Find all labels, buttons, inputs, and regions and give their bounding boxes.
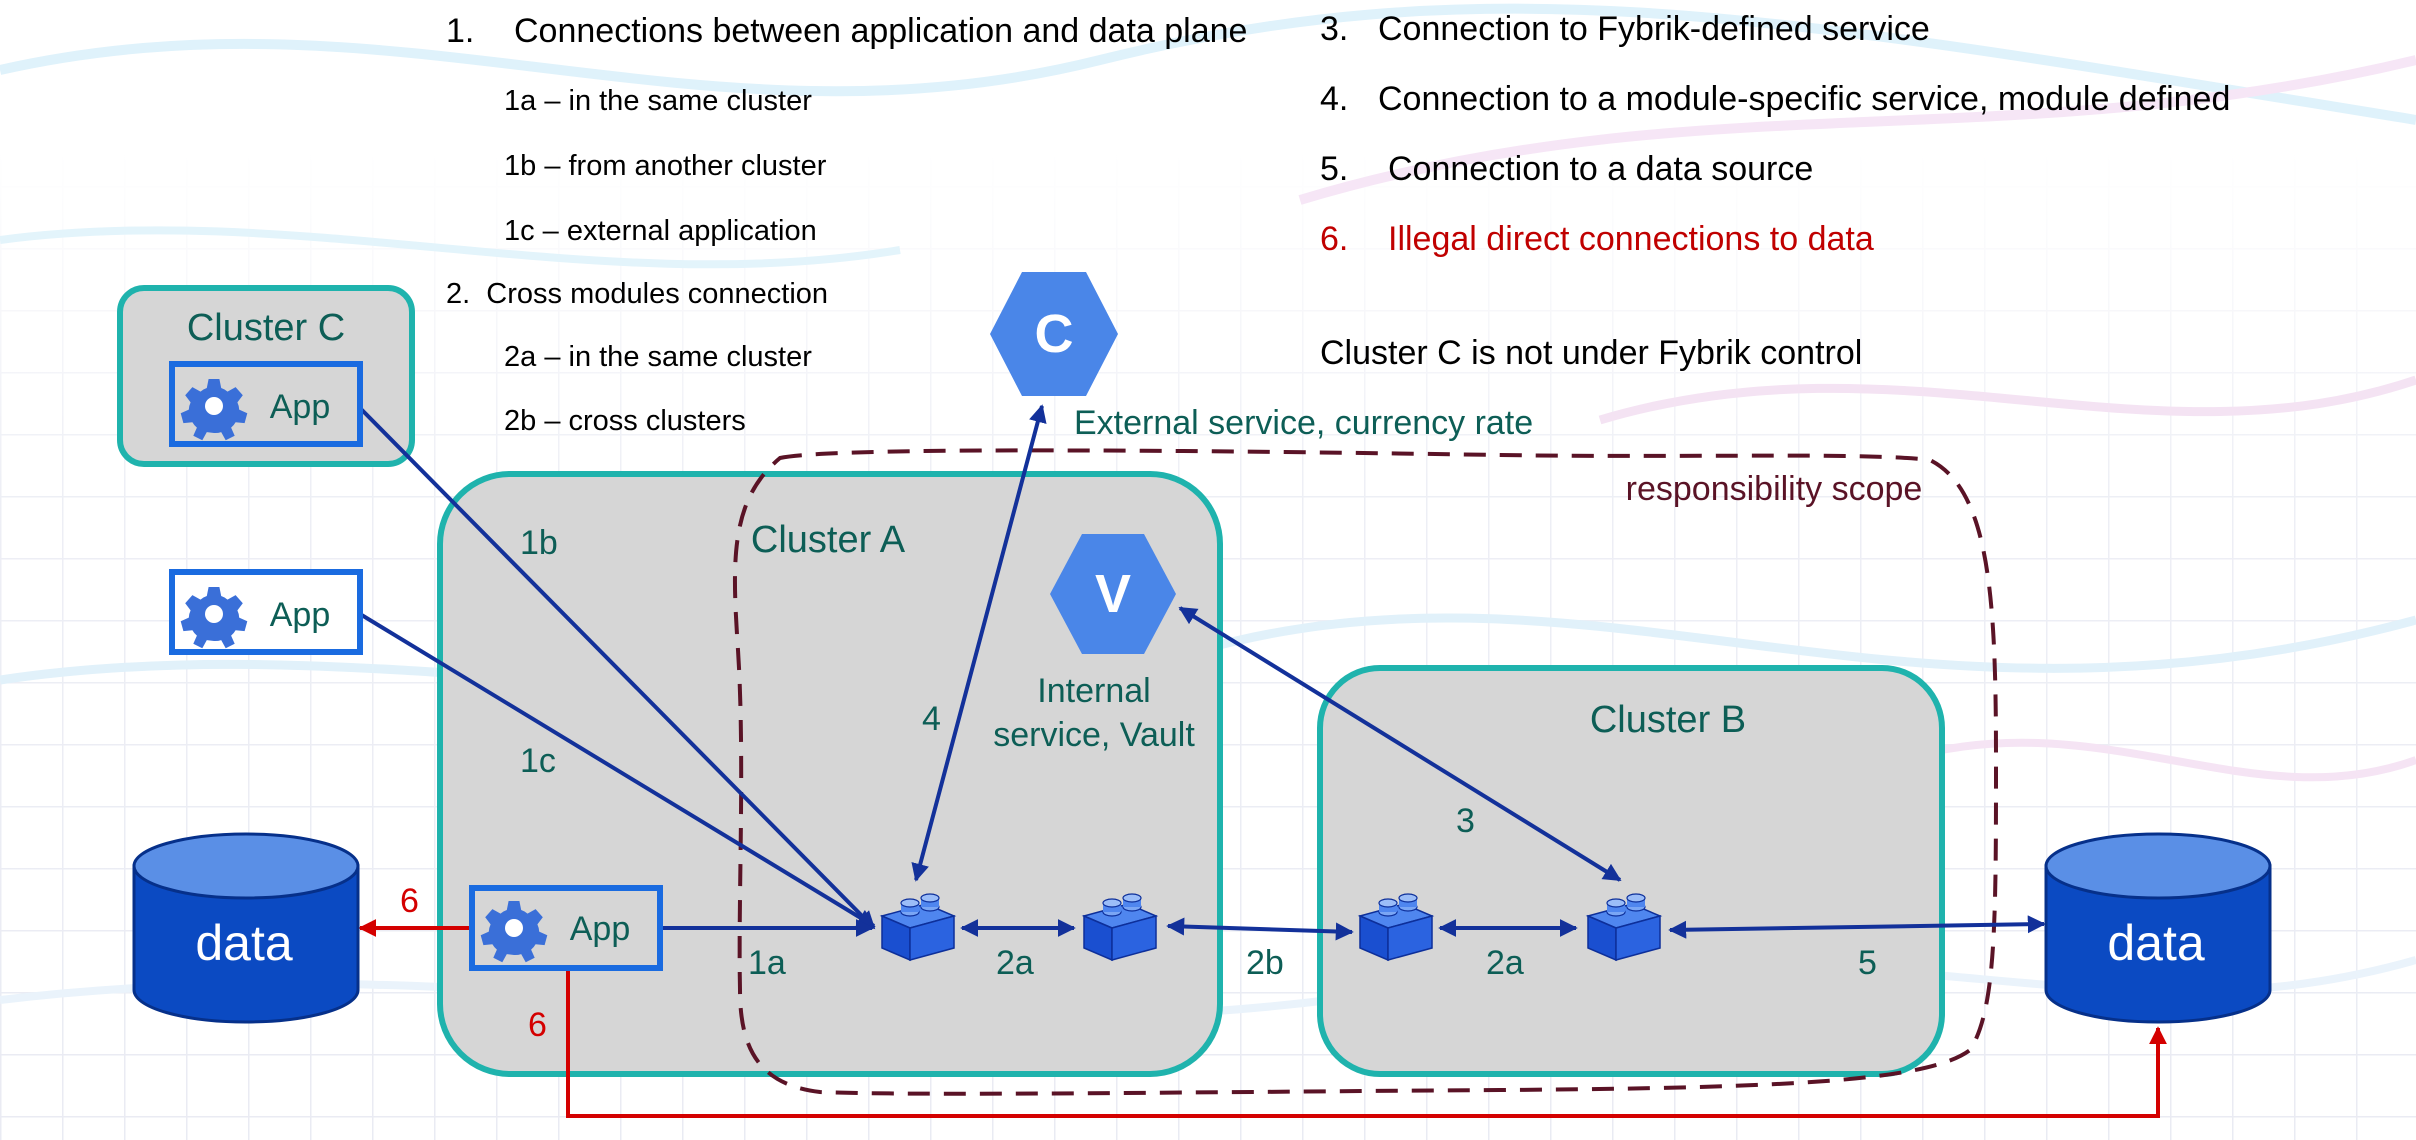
vault-label-line2: service, Vault [993,716,1195,754]
responsibility-scope-boundary [732,448,1999,1096]
label-4: 4 [922,700,941,738]
connection-6-bottom [566,970,2167,1118]
cluster-b-label: Cluster B [1590,699,1746,741]
label-5: 5 [1858,944,1877,982]
cluster-a-label: Cluster A [751,519,906,561]
legend-item-4-text: Connection to a module-specific service,… [1378,80,2230,118]
app-cluster-c[interactable]: App [169,361,363,447]
label-2a-left: 2a [996,944,1034,982]
legend-item-1c: 1c – external application [504,215,817,247]
cluster-c-label: Cluster C [187,307,345,349]
connection-5 [1668,915,2046,939]
hexagon-icon [990,272,1118,396]
label-1b: 1b [520,524,558,562]
legend-item-1a: 1a – in the same cluster [504,85,812,117]
legend: 1. Connections between application and d… [446,10,2230,437]
illegal-connections [358,919,2167,1118]
database-icon [2044,864,2272,1024]
app-label: App [270,596,331,634]
label-2b: 2b [1246,944,1284,982]
connection-4 [911,404,1047,882]
legend-item-5-number: 5. [1320,150,1348,188]
label-1c: 1c [520,742,556,780]
legend-item-6-text: Illegal direct connections to data [1388,220,1874,258]
vault-letter: V [1095,564,1131,624]
database-icon [132,864,360,1024]
app-label: App [570,910,631,948]
app-external[interactable]: App [169,569,363,655]
currency-service-letter: C [1035,304,1074,364]
database-right[interactable]: data [2044,832,2272,1024]
label-6-bottom: 6 [528,1006,547,1044]
vault-hexagon-icon [1050,534,1176,654]
database-right-label: data [2107,915,2205,971]
vault-label-line1: Internal [1037,672,1150,710]
legend-item-2: 2. Cross modules connection [446,278,828,310]
connection-3 [1178,606,1622,882]
connection-1c [358,612,876,928]
legend-item-2a: 2a – in the same cluster [504,341,812,373]
label-1a: 1a [748,944,786,982]
legend-item-1-text: Connections between application and data… [514,12,1247,50]
legend-item-1-number: 1. [446,12,474,50]
legend-item-4-number: 4. [1320,80,1348,118]
label-2a-right: 2a [1486,944,1524,982]
currency-service-label: External service, currency rate [1074,404,1533,442]
app-label: App [270,388,331,426]
connection-1b [358,406,876,930]
legend-item-6-number: 6. [1320,220,1348,258]
legend-item-3-number: 3. [1320,10,1348,48]
cluster-c-note: Cluster C is not under Fybrik control [1320,334,1862,372]
database-left[interactable]: data [132,832,360,1024]
scope-label: responsibility scope [1626,470,1923,508]
connection-labels: 1b 1c 1a 4 2a 2b 2a 3 5 6 6 [400,524,1877,1044]
legend-item-2b: 2b – cross clusters [504,405,746,437]
connections [358,404,2046,941]
legend-item-1b: 1b – from another cluster [504,150,827,182]
label-6-left: 6 [400,882,419,920]
database-left-label: data [195,915,293,971]
legend-item-5-text: Connection to a data source [1388,150,1813,188]
app-cluster-a[interactable]: App [469,885,663,971]
label-3: 3 [1456,802,1475,840]
legend-item-3-text: Connection to Fybrik-defined service [1378,10,1930,48]
connection-2b [1166,917,1354,941]
